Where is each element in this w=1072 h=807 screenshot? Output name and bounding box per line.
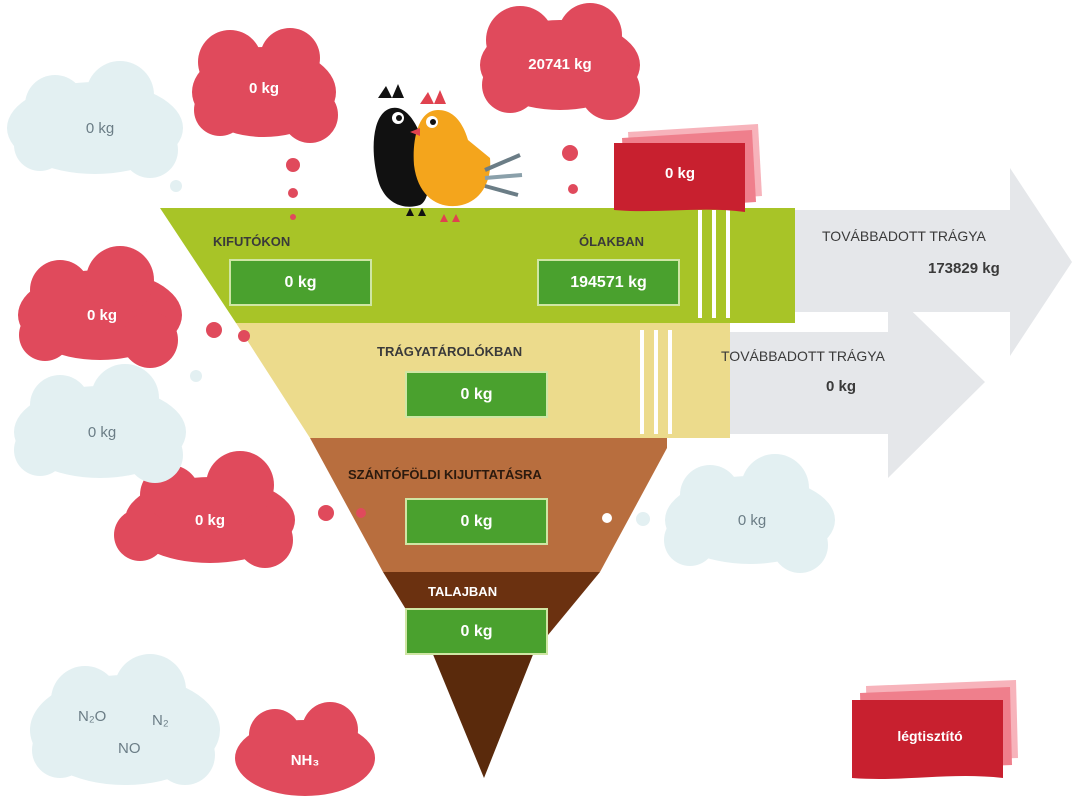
field-value: 0 kg [405, 498, 548, 545]
cloud-storage-clean [14, 364, 186, 483]
field-emission-value: 0 kg [194, 512, 225, 529]
forwarded-2-value: 0 kg [826, 378, 857, 395]
bubble-dot [286, 158, 300, 172]
legend-n2: N₂ [152, 712, 169, 729]
soil-value: 0 kg [405, 608, 548, 655]
house-label: ÓLAKBAN [579, 234, 644, 249]
legend-n2o: N₂O [78, 708, 107, 725]
forwarded-2-label: TOVÁBBADOTT TRÁGYA [721, 348, 885, 364]
bubble-dot [636, 512, 650, 526]
house-emission-value: 20741 kg [528, 56, 592, 73]
bubble-dot [318, 505, 334, 521]
run-clean-value: 0 kg [85, 120, 115, 137]
bubble-dot [602, 513, 612, 523]
bubble-dot [356, 508, 366, 518]
storage-label: TRÁGYATÁROLÓKBAN [377, 344, 523, 359]
cloud-legend-gases [30, 654, 220, 785]
cloud-run-emission [192, 28, 338, 143]
air-cleaner-button[interactable]: légtisztító [897, 728, 963, 744]
house-value: 194571 kg [537, 259, 680, 306]
air-cleaner-card [852, 680, 1018, 779]
field-clean-value: 0 kg [737, 512, 767, 529]
forwarded-1-label: TOVÁBBADOTT TRÁGYA [822, 228, 986, 244]
bubble-dot [206, 322, 222, 338]
outdoor-label: KIFUTÓKON [213, 234, 291, 249]
bubble-dot [238, 330, 250, 342]
forwarded-arrow-1 [735, 168, 1072, 356]
bubble-dot [288, 188, 298, 198]
bubble-dot [562, 145, 578, 161]
legend-nh3: NH₃ [290, 752, 320, 769]
cloud-legend-nh3 [235, 702, 375, 796]
cloud-field-emission [114, 451, 295, 568]
bubble-dot [170, 180, 182, 192]
layer-deep [432, 652, 534, 778]
storage-clean-value: 0 kg [87, 424, 117, 441]
house-card-value: 0 kg [664, 165, 695, 182]
house-card [614, 124, 762, 212]
chickens-icon [373, 84, 523, 222]
cloud-house-emission [480, 3, 640, 120]
legend-no: NO [118, 740, 141, 757]
field-label: SZÁNTÓFÖLDI KIJUTTATÁSRA [348, 467, 542, 482]
storage-value: 0 kg [405, 371, 548, 418]
run-emission-value: 0 kg [248, 80, 279, 97]
forwarded-arrow-2 [670, 288, 985, 478]
bubble-dot [568, 184, 578, 194]
cloud-storage-emission [18, 246, 182, 368]
outdoor-value: 0 kg [229, 259, 372, 306]
cloud-field-clean [664, 454, 835, 573]
forwarded-1-value: 173829 kg [928, 260, 1000, 277]
cloud-run-clean [7, 61, 183, 178]
soil-label: TALAJBAN [428, 584, 498, 599]
bubble-dot [190, 370, 202, 382]
bubble-dot [290, 214, 296, 220]
storage-emission-value: 0 kg [86, 307, 117, 324]
